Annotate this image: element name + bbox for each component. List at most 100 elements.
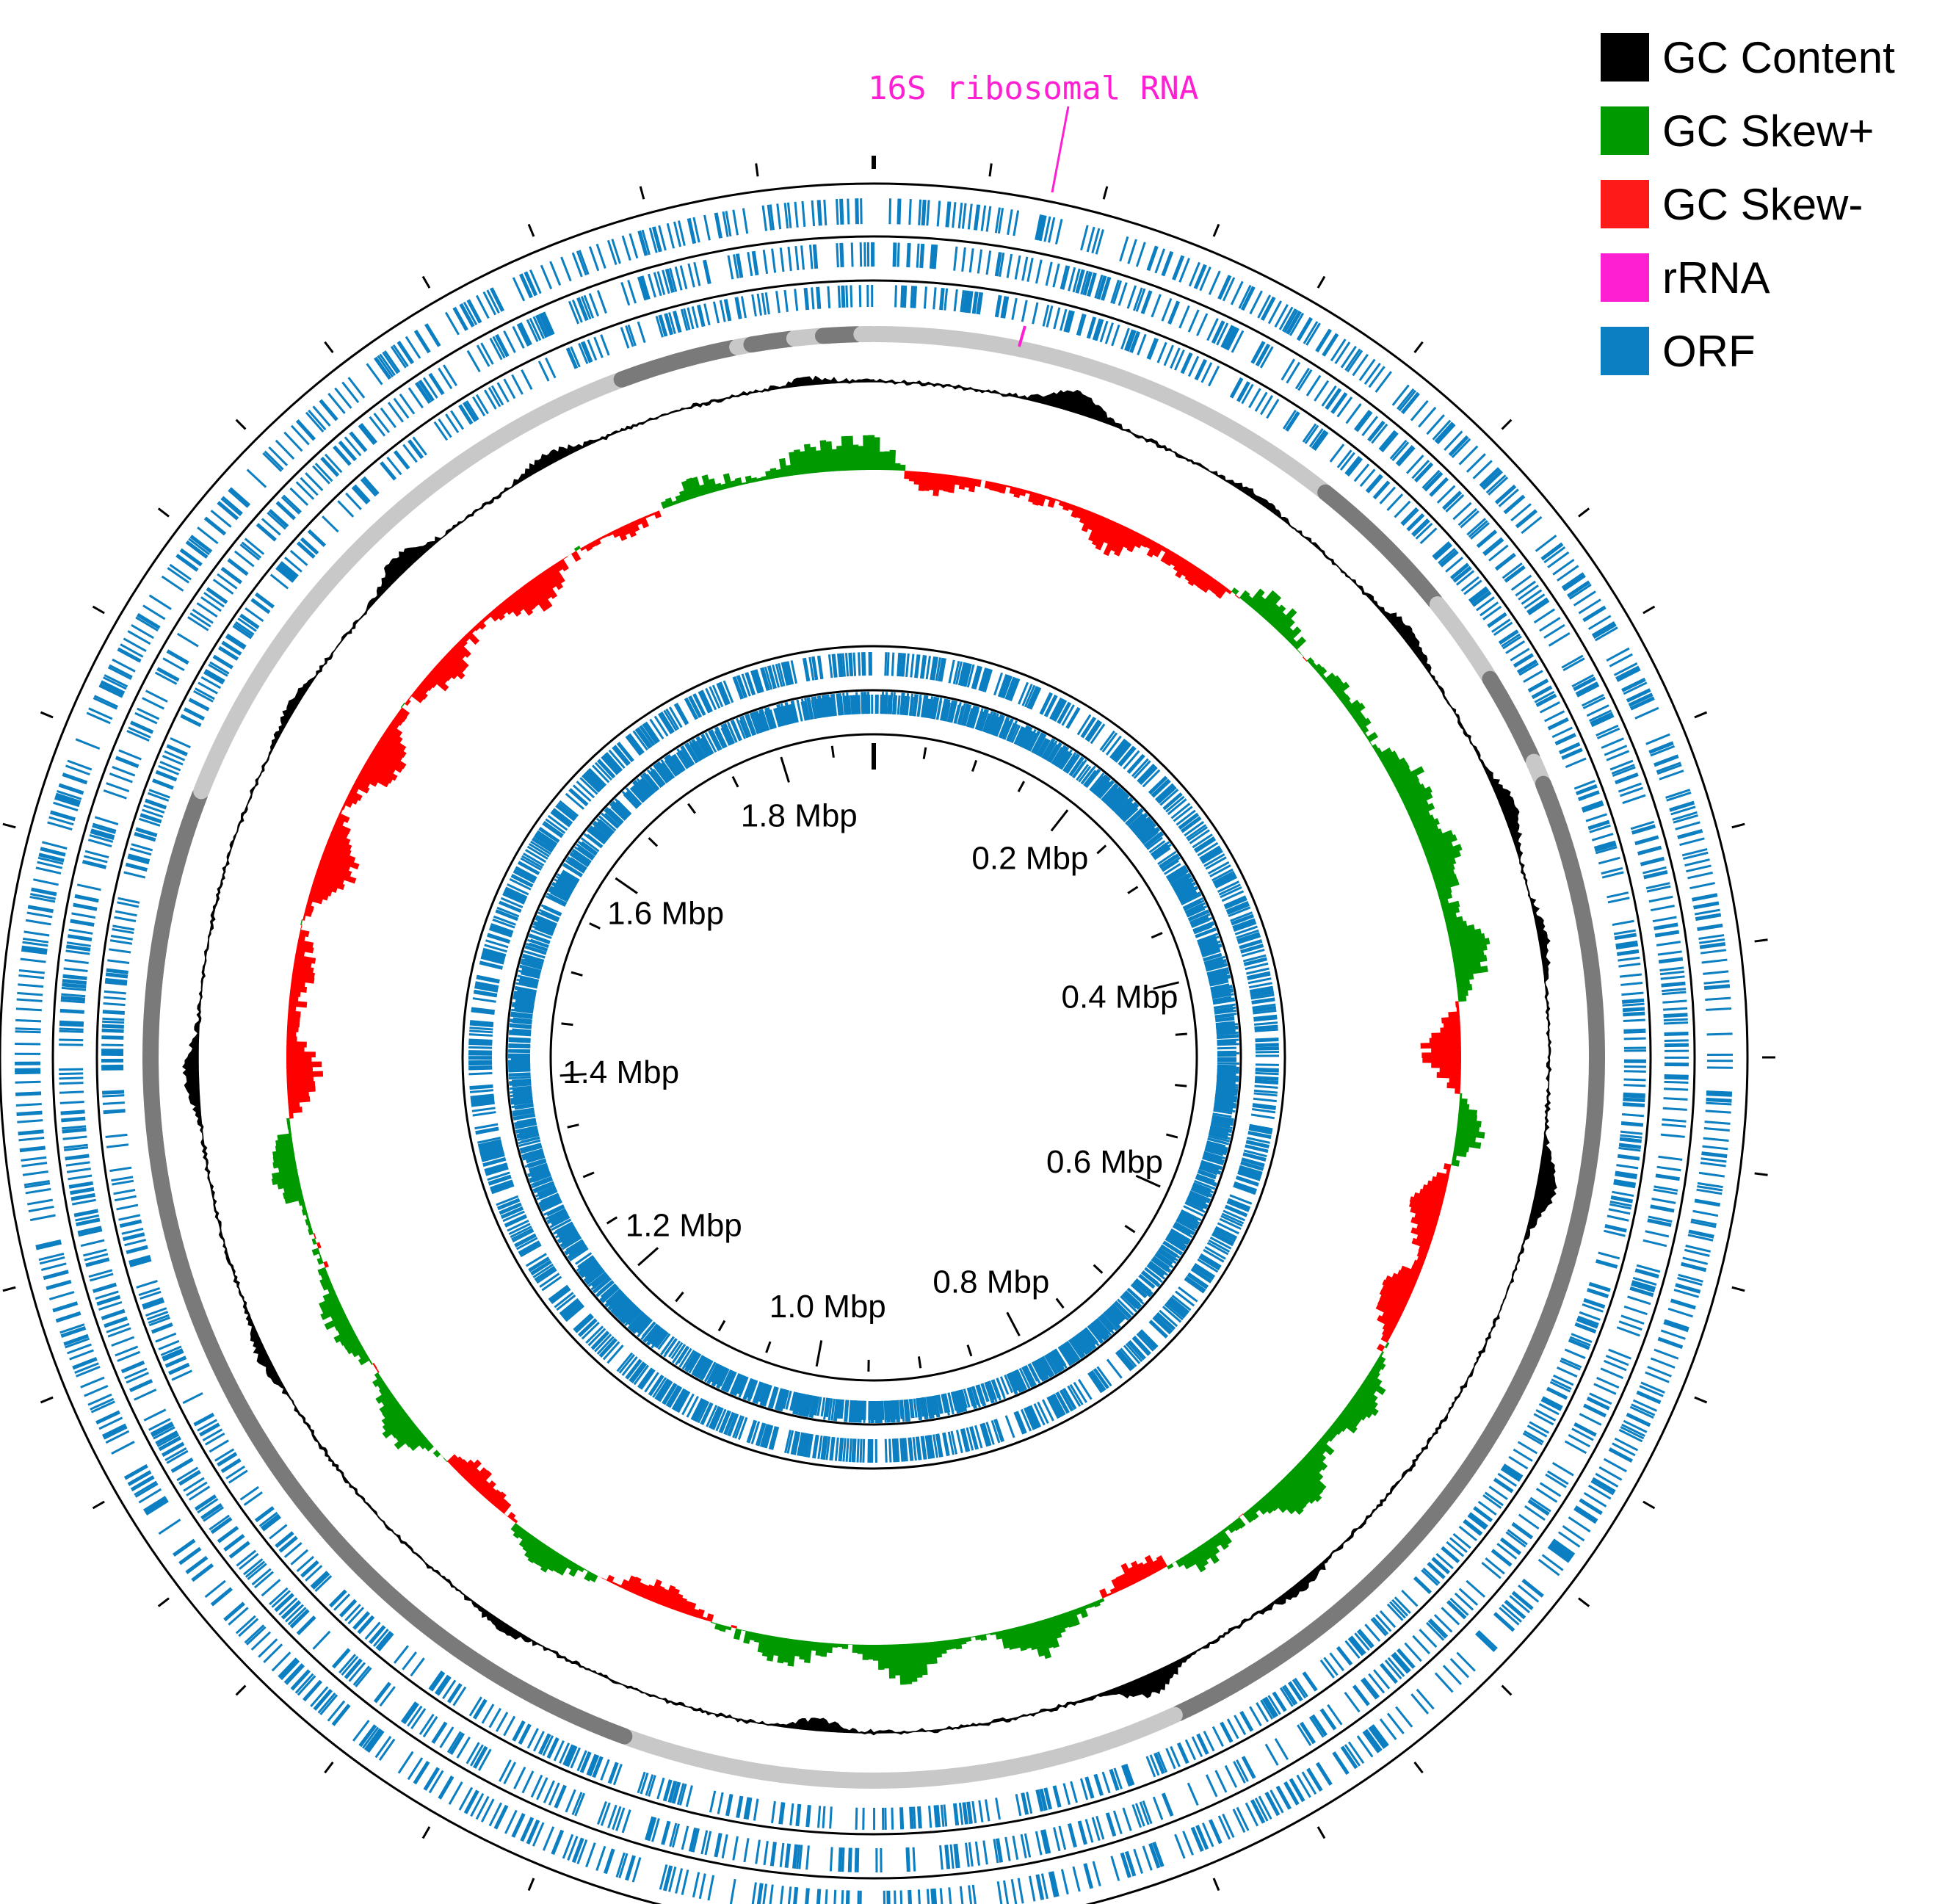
gc-skew-positive-bar bbox=[443, 1457, 448, 1463]
orf-mark bbox=[1106, 1358, 1123, 1379]
scale-tick bbox=[1050, 809, 1069, 832]
orf-mark bbox=[1067, 1822, 1077, 1848]
orf-mark bbox=[820, 1397, 826, 1417]
orf-mark bbox=[1096, 275, 1107, 300]
gc-skew-negative-bar bbox=[630, 520, 640, 532]
orf-mark bbox=[1201, 948, 1221, 958]
gc-skew-positive-bar bbox=[1392, 766, 1425, 787]
orf-mark bbox=[1278, 306, 1294, 330]
gc-skew-negative-bar bbox=[430, 667, 449, 684]
orf-mark bbox=[1235, 1176, 1259, 1187]
gc-skew-negative-bar bbox=[1170, 554, 1181, 567]
orf-mark bbox=[787, 1886, 792, 1904]
orf-mark bbox=[561, 869, 580, 883]
orf-mark bbox=[250, 598, 271, 615]
orf-mark bbox=[112, 1179, 134, 1186]
orf-mark bbox=[897, 653, 902, 677]
orf-mark bbox=[1508, 1455, 1529, 1470]
orf-mark bbox=[1039, 1788, 1048, 1811]
orf-mark bbox=[16, 1110, 43, 1116]
orf-mark bbox=[807, 1395, 814, 1415]
orf-mark bbox=[1021, 1792, 1029, 1815]
orf-mark bbox=[550, 1212, 568, 1223]
gc-skew-negative-bar bbox=[580, 546, 587, 551]
orf-mark bbox=[653, 715, 669, 737]
orf-mark bbox=[855, 1400, 860, 1420]
orf-mark bbox=[1147, 1263, 1165, 1277]
orf-mark bbox=[557, 1226, 576, 1239]
gc-skew-negative-bar bbox=[1128, 1566, 1141, 1584]
orf-mark bbox=[756, 293, 763, 316]
orf-mark bbox=[847, 198, 850, 225]
orf-mark bbox=[1687, 871, 1713, 880]
orf-mark bbox=[1126, 811, 1142, 827]
orf-mark bbox=[164, 1355, 187, 1368]
gc-skew-negative-bar bbox=[291, 974, 315, 984]
orf-mark bbox=[156, 1433, 180, 1447]
scale-tick bbox=[780, 756, 790, 783]
orf-mark bbox=[1394, 1596, 1411, 1614]
orf-mark bbox=[974, 710, 985, 731]
orf-mark bbox=[1090, 776, 1105, 793]
gc-skew-positive-bar bbox=[283, 1184, 302, 1194]
orf-mark bbox=[549, 261, 562, 286]
gc-skew-positive-bar bbox=[282, 1188, 303, 1199]
gc-skew-negative-bar bbox=[606, 1574, 615, 1583]
orf-mark bbox=[920, 1436, 927, 1460]
orf-mark bbox=[955, 1843, 960, 1869]
orf-mark bbox=[1254, 391, 1268, 412]
orf-mark bbox=[508, 1037, 531, 1040]
orf-mark bbox=[198, 681, 218, 695]
orf-mark bbox=[1017, 1878, 1024, 1904]
orf-mark bbox=[164, 750, 186, 761]
orf-mark bbox=[943, 1804, 948, 1827]
orf-mark bbox=[583, 294, 595, 319]
gc-skew-positive-bar bbox=[1379, 1351, 1385, 1358]
orf-mark bbox=[189, 612, 211, 628]
orf-mark bbox=[557, 1224, 575, 1236]
orf-mark bbox=[891, 652, 895, 676]
orf-mark bbox=[1045, 695, 1058, 717]
orf-mark bbox=[1493, 1477, 1514, 1494]
gc-skew-positive-bar bbox=[1382, 755, 1400, 769]
orf-mark bbox=[987, 714, 996, 734]
orf-mark bbox=[512, 1020, 532, 1025]
orf-mark bbox=[929, 244, 935, 269]
orf-mark bbox=[908, 199, 912, 225]
gc-skew-positive-bar bbox=[277, 1179, 300, 1190]
orf-mark bbox=[1250, 341, 1266, 364]
orf-mark bbox=[716, 682, 729, 706]
orf-mark bbox=[127, 630, 151, 645]
gc-skew-negative-bar bbox=[352, 781, 370, 794]
orf-mark bbox=[112, 766, 136, 777]
orf-mark bbox=[1411, 518, 1429, 536]
gc-skew-positive-bar bbox=[1385, 757, 1408, 774]
orf-mark bbox=[1507, 1529, 1528, 1546]
orf-mark bbox=[1299, 1721, 1316, 1745]
gc-skew-negative-bar bbox=[558, 559, 569, 572]
orf-mark bbox=[596, 290, 607, 314]
orf-mark bbox=[1183, 1205, 1204, 1217]
gc-skew-positive-bar bbox=[1455, 1139, 1482, 1149]
orf-mark bbox=[965, 290, 972, 314]
orf-mark bbox=[1128, 813, 1144, 828]
orf-mark bbox=[1575, 783, 1598, 796]
orf-mark bbox=[1253, 1089, 1278, 1094]
orf-mark bbox=[279, 561, 299, 579]
orf-mark bbox=[570, 857, 587, 870]
orf-mark bbox=[90, 1397, 115, 1411]
orf-mark bbox=[816, 286, 822, 309]
orf-mark bbox=[927, 1435, 932, 1459]
orf-mark bbox=[1007, 677, 1019, 701]
orf-mark bbox=[1705, 996, 1731, 1001]
orf-mark bbox=[1688, 1229, 1714, 1239]
orf-mark bbox=[327, 1700, 346, 1722]
orf-mark bbox=[590, 1331, 610, 1350]
orf-mark bbox=[1344, 455, 1361, 475]
orf-mark bbox=[1667, 1307, 1693, 1318]
gc-skew-positive-bar bbox=[1025, 1623, 1038, 1651]
orf-mark bbox=[1084, 720, 1101, 742]
orf-mark bbox=[679, 265, 688, 289]
orf-mark bbox=[1549, 1380, 1571, 1393]
gc-skew-negative-swatch bbox=[1601, 180, 1649, 228]
